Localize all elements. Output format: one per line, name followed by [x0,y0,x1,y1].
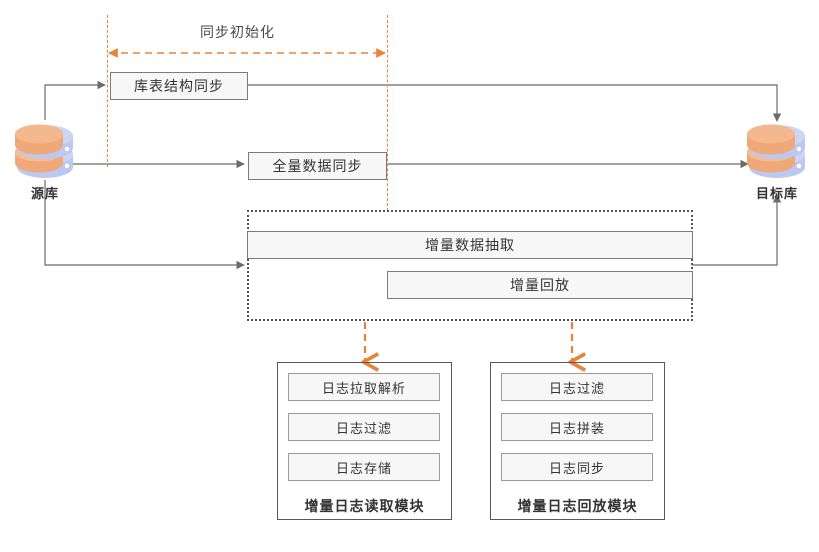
module-log-read-item-1[interactable]: 日志过滤 [288,413,440,441]
module-log-replay-item-2[interactable]: 日志同步 [501,453,653,481]
target-db-label: 目标库 [755,186,798,201]
module-log-replay-item-1[interactable]: 日志拼装 [501,413,653,441]
phase-guide-left [107,15,108,167]
connector-source-to-schema-sync [44,80,106,120]
phase-guide-right [387,15,388,211]
incremental-region [247,210,693,321]
step-incremental-extract[interactable]: 增量数据抽取 [247,231,693,259]
module-log-replay-item-0[interactable]: 日志过滤 [501,373,653,401]
phase-label: 同步初始化 [200,24,275,40]
module-log-replay-frame [490,362,665,520]
module-log-read-item-2[interactable]: 日志存储 [288,453,440,481]
step-incremental-replay[interactable]: 增量回放 [387,271,693,299]
source-db-icon [12,123,78,186]
module-log-replay-caption: 增量日志回放模块 [517,498,638,514]
module-log-read-frame [277,362,452,520]
connector-schema-sync-to-target [248,84,782,122]
step-full-data-sync[interactable]: 全量数据同步 [248,152,387,180]
source-db-label: 源库 [30,186,59,201]
module-log-read-item-0[interactable]: 日志拉取解析 [288,373,440,401]
step-schema-sync[interactable]: 库表结构同步 [110,72,248,100]
module-log-read-caption: 增量日志读取模块 [304,498,425,514]
connector-incremental-replay-to-target [692,194,782,266]
target-db-icon [744,123,810,186]
